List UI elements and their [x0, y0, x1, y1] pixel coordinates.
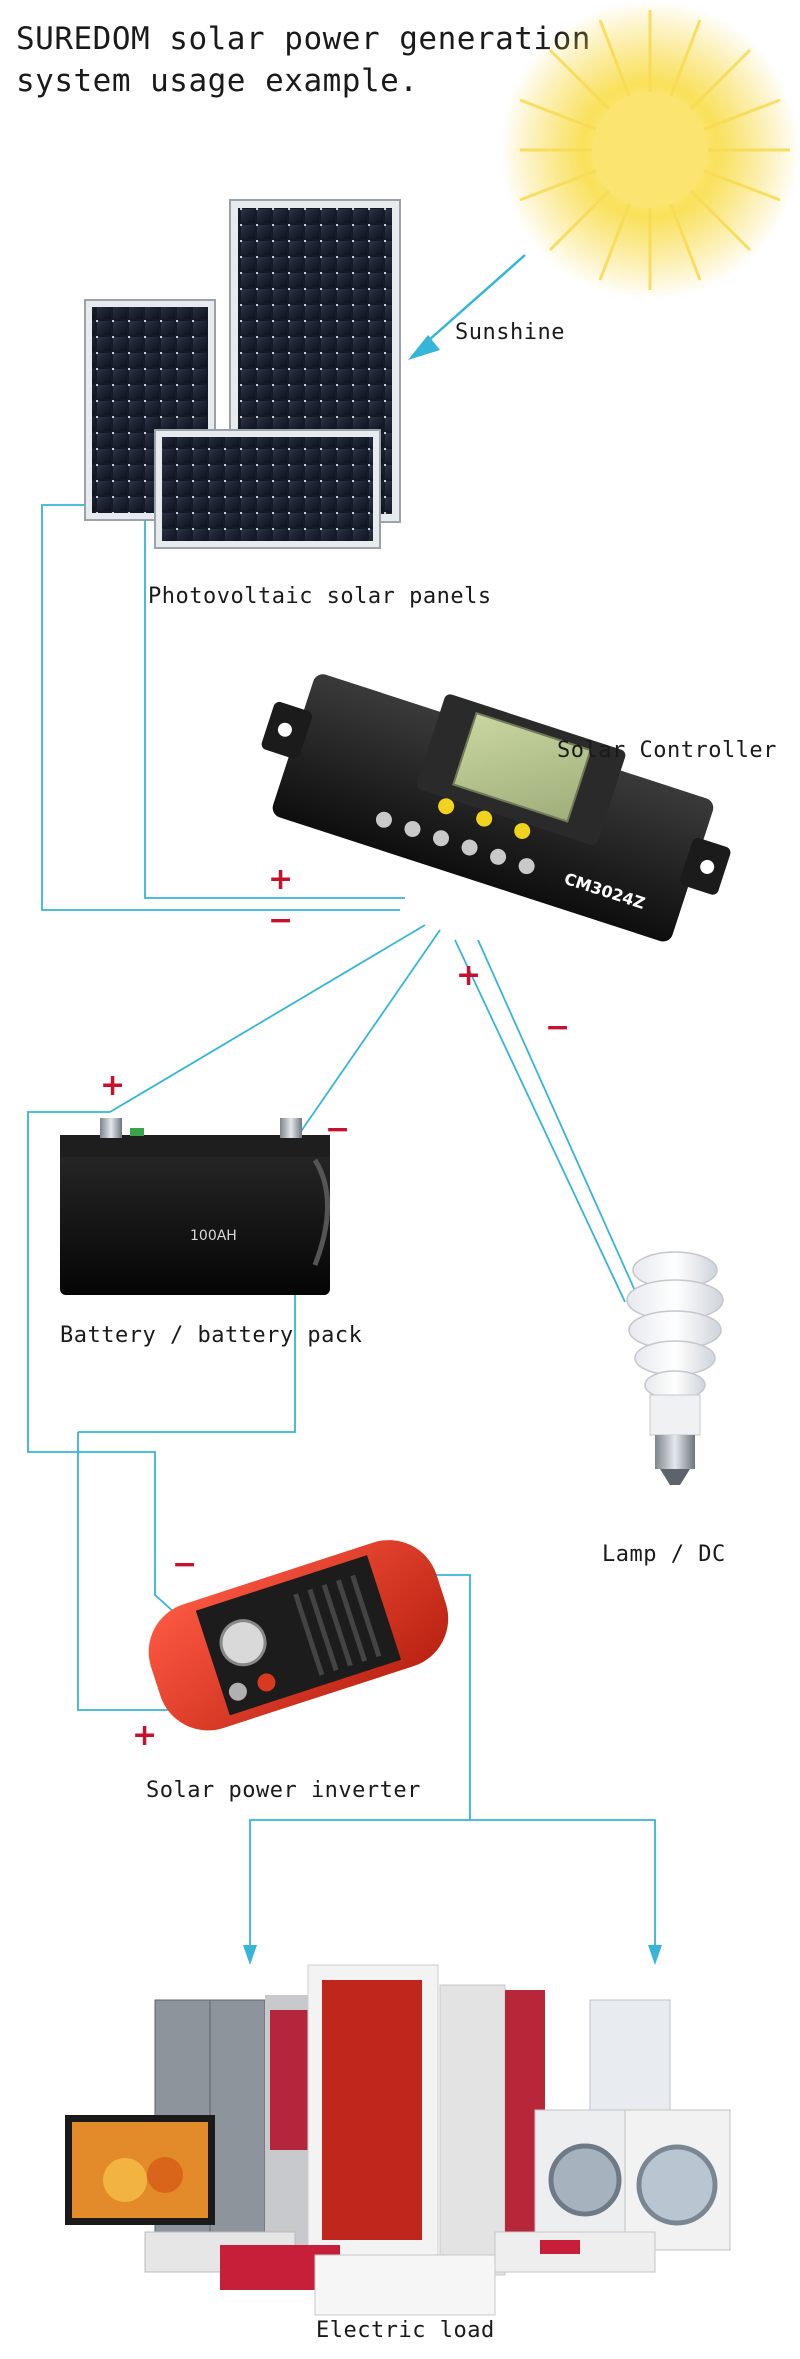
panels-label: Photovoltaic solar panels — [148, 584, 492, 609]
wire-load-right — [470, 1819, 656, 1950]
title-line-2: system usage example. — [16, 63, 419, 99]
wires — [27, 504, 656, 1950]
wire-battery-positive-diag — [109, 924, 426, 1113]
controller-label: Solar Controller — [557, 738, 777, 763]
inverter-minus-sign: − — [172, 1547, 198, 1582]
solar-panels-icon — [84, 199, 401, 549]
wire-inverter-negative-a — [77, 1432, 205, 1711]
arrow-load-right — [648, 1945, 662, 1965]
appliances-icon — [65, 1964, 731, 2316]
battery-icon: 100AH — [60, 1118, 330, 1295]
sunshine-arrow — [408, 254, 526, 360]
lamp-label: Lamp / DC — [602, 1542, 726, 1567]
title-line-1: SUREDOM solar power generation — [16, 21, 591, 57]
panel-plus-sign: + — [268, 862, 294, 897]
wire-battery-negative-diag — [294, 929, 441, 1141]
wire-lamp-2 — [477, 939, 641, 1303]
battery-minus-sign: − — [325, 1112, 351, 1147]
wire-lamp-1 — [454, 939, 626, 1303]
sun-icon — [500, 0, 800, 300]
wire-battery-positive — [27, 1111, 110, 1453]
controller-minus-sign: − — [545, 1010, 571, 1045]
page-title: SUREDOM solar power generation system us… — [16, 18, 591, 102]
wire-inverter-output — [420, 1574, 471, 1820]
battery-plus-sign: + — [100, 1068, 126, 1103]
lamp-icon — [626, 1251, 724, 1485]
arrow-load-left — [243, 1945, 257, 1965]
load-label: Electric load — [316, 2318, 495, 2343]
solar-controller-icon: CM3024Z — [261, 674, 731, 942]
inverter-label: Solar power inverter — [146, 1778, 421, 1803]
wire-panel-positive — [144, 520, 405, 899]
wire-panel-negative — [41, 504, 400, 911]
panel-minus-sign: − — [268, 903, 294, 938]
inverter-icon — [148, 1540, 449, 1731]
sunshine-label: Sunshine — [455, 320, 565, 345]
battery-capacity-text: 100AH — [190, 1228, 237, 1244]
battery-label: Battery / battery pack — [60, 1323, 363, 1348]
inverter-plus-sign: + — [132, 1718, 158, 1753]
controller-plus-sign: + — [456, 958, 482, 993]
wire-load-left — [249, 1819, 470, 1950]
